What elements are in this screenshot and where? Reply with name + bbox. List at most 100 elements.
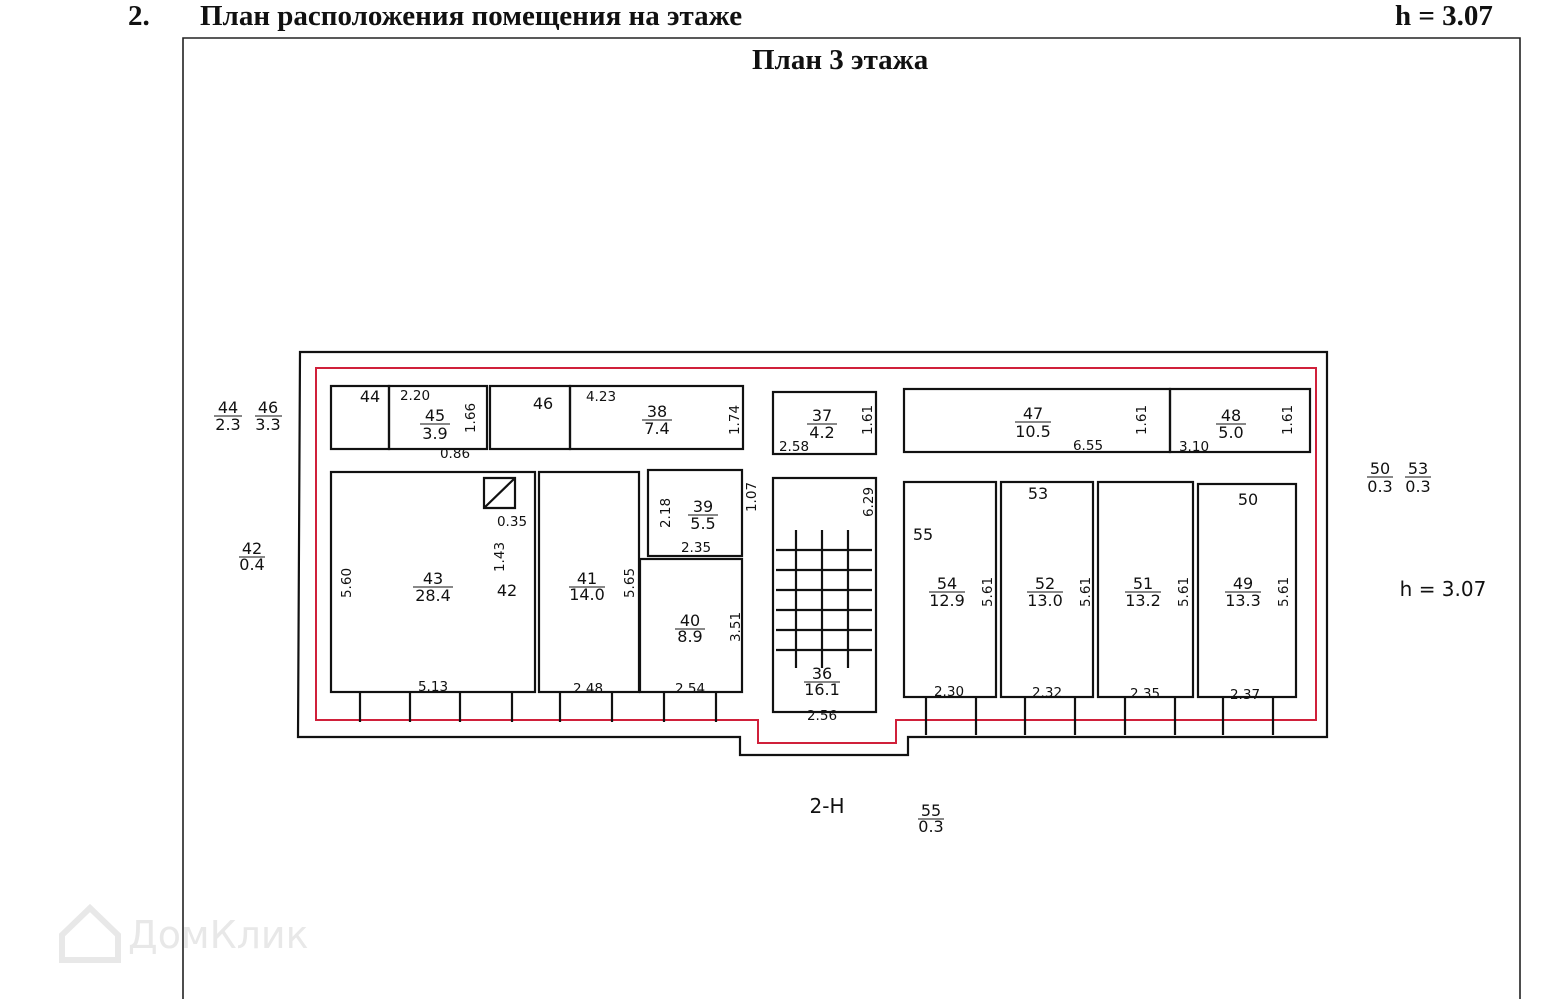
room-number: 36 [812, 664, 832, 683]
dimension: 4.23 [586, 389, 616, 405]
dimension: 1.61 [860, 405, 876, 435]
room-area: 0.4 [239, 555, 264, 574]
house-logo-icon [59, 903, 121, 963]
room-number: 42 [242, 539, 262, 558]
room-number: 37 [812, 406, 832, 425]
section-title: План расположения помещения на этаже [200, 0, 743, 32]
dimension: 2.58 [779, 439, 809, 455]
room-area: 5.0 [1218, 423, 1243, 442]
dimension: 3.10 [1179, 439, 1209, 455]
room-area: 3.3 [255, 415, 280, 434]
dimension: 1.74 [727, 405, 743, 435]
room-area: 3.9 [422, 424, 447, 443]
dimension: 2.18 [658, 498, 674, 528]
room-area: 7.4 [644, 419, 669, 438]
room-number: 51 [1133, 574, 1153, 593]
room-number: 38 [647, 402, 667, 421]
room-area: 16.1 [804, 680, 840, 699]
label: h = 3.07 [1400, 577, 1487, 601]
room-area: 13.2 [1125, 591, 1161, 610]
room-number: 50 [1370, 459, 1390, 478]
label: 2-Н [810, 794, 845, 818]
room-42: 420.4 [239, 539, 265, 574]
label: 55 [913, 525, 933, 544]
horizontal-dimensions: 2.20 0.86 4.23 2.58 6.55 3.10 2.35 0.35 … [400, 388, 1260, 724]
room-45: 453.9 [420, 406, 450, 443]
dimension: 6.29 [861, 487, 877, 517]
room-area: 0.3 [1405, 477, 1430, 496]
room-53: 530.3 [1405, 459, 1431, 496]
dimension: 1.66 [463, 403, 479, 433]
dimension: 2.20 [400, 388, 430, 404]
room-area: 2.3 [215, 415, 240, 434]
dimension: 5.61 [1276, 577, 1292, 607]
dimension: 2.54 [675, 681, 705, 697]
dimension: 5.61 [980, 577, 996, 607]
room-area: 5.5 [690, 514, 715, 533]
room-area: 28.4 [415, 586, 451, 605]
dimension: 1.61 [1134, 405, 1150, 435]
dimension: 0.35 [497, 514, 527, 530]
vertical-dimensions: 1.66 1.74 1.61 1.61 1.61 2.18 1.07 6.29 … [339, 403, 1296, 642]
dimension: 5.65 [622, 568, 638, 598]
room-number: 40 [680, 611, 700, 630]
label: 50 [1238, 490, 1258, 509]
room-39: 395.5 [688, 497, 718, 533]
dimension: 1.61 [1280, 405, 1296, 435]
room-number: 46 [258, 398, 278, 417]
room-37: 374.2 [807, 406, 837, 442]
room-area: 12.9 [929, 591, 965, 610]
watermark: ДомКлик [59, 903, 309, 963]
room-number: 39 [693, 497, 713, 516]
room-46: 463.3 [255, 398, 282, 434]
dimension: 2.32 [1032, 685, 1062, 701]
label: 53 [1028, 484, 1048, 503]
room-50: 500.3 [1367, 459, 1393, 496]
section-number: 2. [128, 0, 150, 32]
room-area: 4.2 [809, 423, 834, 442]
room-number: 53 [1408, 459, 1428, 478]
room-area: 0.3 [918, 817, 943, 836]
room-40: 408.9 [675, 611, 705, 646]
label: 44 [360, 387, 380, 406]
room-number: 52 [1035, 574, 1055, 593]
label: 42 [497, 581, 517, 600]
dimension: 1.43 [492, 542, 508, 572]
dimension: 5.13 [418, 679, 448, 695]
dimension: 3.51 [728, 612, 744, 642]
room-area: 8.9 [677, 627, 702, 646]
room-number: 54 [937, 574, 957, 593]
room-area: 13.3 [1225, 591, 1261, 610]
room-number: 55 [921, 801, 941, 820]
dimension: 0.86 [440, 446, 470, 462]
room-number: 43 [423, 569, 443, 588]
room-number: 48 [1221, 406, 1241, 425]
room-48: 485.0 [1216, 406, 1246, 442]
room-38: 387.4 [642, 402, 672, 438]
room-55: 550.3 [918, 801, 944, 836]
dimension: 2.37 [1230, 687, 1260, 703]
label: 46 [533, 394, 553, 413]
room-number: 44 [218, 398, 238, 417]
page-frame [182, 37, 1521, 999]
dimension: 6.55 [1073, 438, 1103, 454]
plan-title: План 3 этажа [752, 44, 929, 76]
dimension: 5.61 [1078, 577, 1094, 607]
dimension: 5.61 [1176, 577, 1192, 607]
dimension: 2.35 [681, 540, 711, 556]
plain-labels: 44 46 42 53 50 55 2-Н h = 3.07 [360, 387, 1487, 818]
room-number: 45 [425, 406, 445, 425]
boundary-line [315, 367, 1317, 744]
room-area: 13.0 [1027, 591, 1063, 610]
dimension: 1.07 [744, 482, 760, 512]
dimension: 2.30 [934, 684, 964, 700]
room-area: 0.3 [1367, 477, 1392, 496]
